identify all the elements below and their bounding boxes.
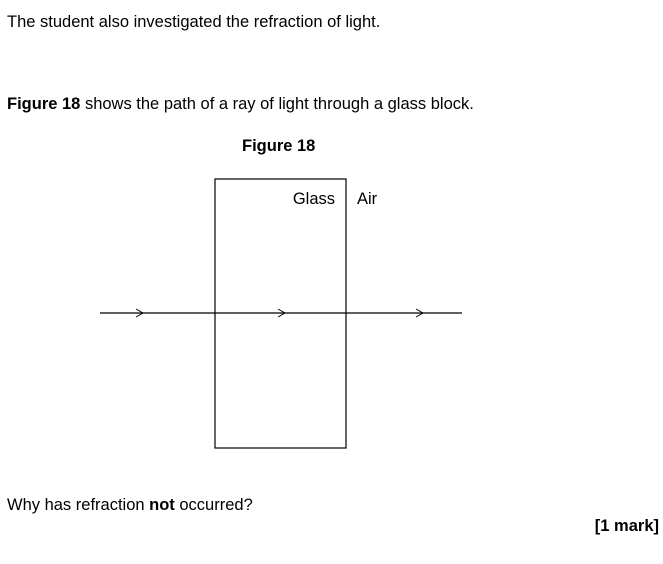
figure-ref: Figure 18	[7, 95, 81, 113]
figure-description: Figure 18 shows the path of a ray of lig…	[7, 95, 474, 115]
figure-title: Figure 18	[242, 137, 316, 155]
air-label: Air	[357, 190, 378, 208]
glass-block	[214, 178, 347, 449]
ray-arrow-in-glass	[277, 308, 287, 318]
mark-allocation: [1 mark]	[594, 517, 659, 535]
ray-arrow-incident	[135, 308, 145, 318]
question-after: occurred?	[174, 496, 253, 514]
ray-arrow-emergent	[415, 308, 425, 318]
question-emphasis: not	[149, 496, 175, 514]
intro-text: The student also investigated the refrac…	[7, 13, 381, 31]
question-before: Why has refraction	[7, 496, 150, 514]
glass-label: Glass	[293, 190, 335, 208]
question-text: Why has refraction not occurred?	[7, 496, 253, 516]
figure-description-rest: shows the path of a ray of light through…	[80, 95, 474, 113]
